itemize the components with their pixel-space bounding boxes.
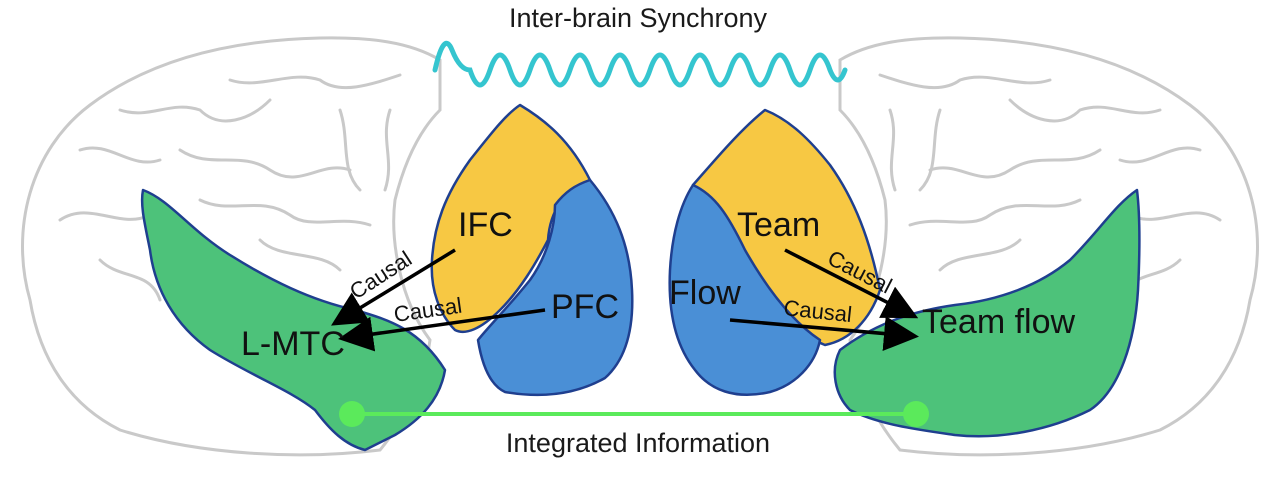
label-pfc: PFC [551,288,619,326]
left-integration-node [339,401,365,427]
integration-link [339,401,929,427]
left-pfc-region [476,178,634,397]
left-regions [140,103,634,452]
sync-wave [432,40,848,88]
label-team-flow: Team flow [922,303,1075,341]
diagram-title: Inter-brain Synchrony [509,3,768,33]
right-teamflow-region [833,188,1141,438]
right-regions [668,108,1141,438]
left-lmtc-region [140,188,447,452]
bottom-label: Integrated Information [506,428,770,458]
right-flow-region [668,183,822,396]
label-team: Team [737,206,820,244]
label-ifc: IFC [458,206,513,244]
arrow-pfc-to-lmtc [338,308,546,352]
left-brain-outline [21,36,442,457]
arrow-ifc-to-lmtc [331,248,456,326]
label-lmtc: L-MTC [241,325,345,363]
right-integration-node [903,401,929,427]
arrow-flow-to-teamflow [729,316,919,351]
label-flow: Flow [669,274,741,312]
arrow-team-to-teamflow [784,248,919,319]
causal-arrows [331,248,919,352]
right-brain-outline [838,36,1259,457]
